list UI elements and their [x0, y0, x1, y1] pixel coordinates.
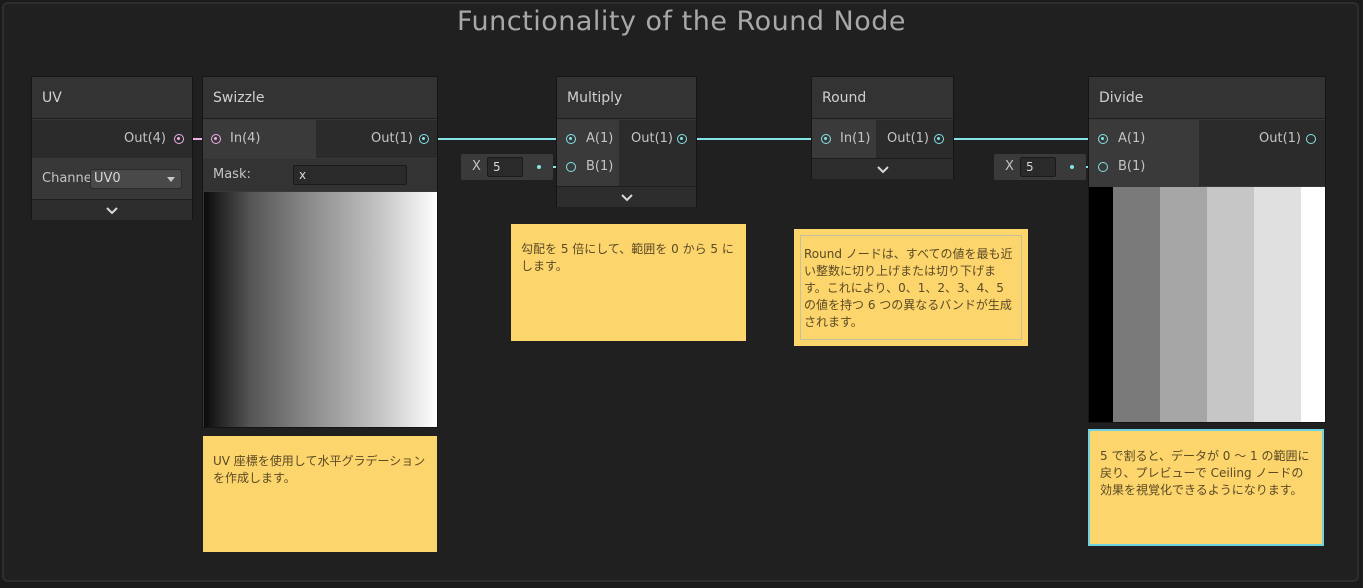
swizzle-node[interactable]: Swizzle In(4) Out(1) Mask: x — [203, 77, 437, 427]
round-node-title[interactable]: Round — [812, 77, 953, 119]
swizzle-mask-label: Mask: — [213, 167, 251, 182]
multiply-expand-button[interactable] — [557, 186, 696, 207]
divide-node-title[interactable]: Divide — [1089, 77, 1325, 119]
uv-out-port[interactable] — [174, 134, 184, 144]
divide-b-inline[interactable]: X 5 — [994, 154, 1086, 180]
multiply-b-x-label: X — [472, 159, 481, 174]
multiply-node[interactable]: Multiply A(1) B(1) Out(1) — [557, 77, 696, 207]
round-out-label: Out(1) — [887, 131, 929, 146]
multiply-b-field[interactable]: 5 — [487, 157, 523, 177]
chevron-down-icon — [167, 177, 175, 182]
round-in-port[interactable] — [821, 134, 831, 144]
uv-channel-value: UV0 — [94, 171, 121, 186]
divide-a-port[interactable] — [1098, 134, 1108, 144]
multiply-a-port[interactable] — [566, 134, 576, 144]
divide-node[interactable]: Divide A(1) B(1) Out(1) — [1089, 77, 1325, 422]
sticky-note-multiply[interactable]: 勾配を 5 倍にして、範囲を 0 から 5 にします。 — [511, 224, 746, 341]
multiply-b-label: B(1) — [586, 159, 614, 174]
wire-round-to-divide[interactable] — [944, 138, 1098, 140]
wire-multiply-to-round[interactable] — [687, 138, 821, 140]
swizzle-preview — [204, 192, 437, 427]
uv-expand-button[interactable] — [32, 199, 192, 220]
sticky-note-round[interactable]: Round ノードは、すべての値を最も近い整数に切り上げまたは切り下げます。これ… — [794, 229, 1028, 346]
multiply-out-port[interactable] — [677, 134, 687, 144]
dot-icon — [1070, 165, 1074, 169]
sticky-note-divide[interactable]: 5 で割ると、データが 0 ～ 1 の範囲に戻り、プレビューで Ceiling … — [1088, 429, 1324, 546]
divide-out-label: Out(1) — [1259, 131, 1301, 146]
multiply-node-title[interactable]: Multiply — [557, 77, 696, 119]
divide-preview — [1089, 187, 1325, 422]
dot-icon — [537, 165, 541, 169]
swizzle-in-label: In(4) — [230, 131, 261, 146]
chevron-down-icon — [620, 194, 633, 202]
divide-b-x-label: X — [1005, 159, 1014, 174]
round-expand-button[interactable] — [812, 158, 953, 179]
round-in-label: In(1) — [840, 131, 871, 146]
wire-uv-to-swizzle[interactable] — [183, 138, 211, 140]
multiply-b-port[interactable] — [566, 162, 576, 172]
uv-channel-label: Channe — [42, 171, 92, 186]
sticky-note-swizzle[interactable]: UV 座標を使用して水平グラデーションを作成します。 — [203, 436, 437, 552]
divide-b-field[interactable]: 5 — [1020, 157, 1056, 177]
swizzle-in-port[interactable] — [211, 134, 221, 144]
sticky-note-round-text[interactable]: Round ノードは、すべての値を最も近い整数に切り上げまたは切り下げます。これ… — [800, 235, 1022, 340]
chevron-down-icon — [876, 166, 889, 174]
uv-out-label: Out(4) — [124, 131, 166, 146]
swizzle-node-title[interactable]: Swizzle — [203, 77, 437, 119]
uv-channel-dropdown[interactable]: UV0 — [90, 169, 182, 189]
round-out-port[interactable] — [934, 134, 944, 144]
multiply-b-inline[interactable]: X 5 — [461, 154, 553, 180]
graph-title: Functionality of the Round Node — [456, 6, 907, 37]
chevron-down-icon — [106, 207, 118, 215]
swizzle-mask-field[interactable]: x — [293, 165, 407, 185]
wire-multiply-b-field — [543, 166, 567, 168]
wire-divide-b-field — [1076, 166, 1098, 168]
wire-swizzle-to-multiply[interactable] — [429, 138, 567, 140]
swizzle-out-label: Out(1) — [371, 131, 413, 146]
round-node[interactable]: Round In(1) Out(1) — [812, 77, 953, 179]
multiply-out-label: Out(1) — [631, 131, 673, 146]
divide-b-label: B(1) — [1118, 159, 1146, 174]
divide-b-port[interactable] — [1098, 162, 1108, 172]
divide-out-port[interactable] — [1306, 134, 1316, 144]
uv-node[interactable]: UV Out(4) Channe UV0 — [32, 77, 192, 220]
uv-node-title[interactable]: UV — [32, 77, 192, 119]
divide-a-label: A(1) — [1118, 131, 1146, 146]
multiply-a-label: A(1) — [586, 131, 614, 146]
swizzle-out-port[interactable] — [419, 134, 429, 144]
